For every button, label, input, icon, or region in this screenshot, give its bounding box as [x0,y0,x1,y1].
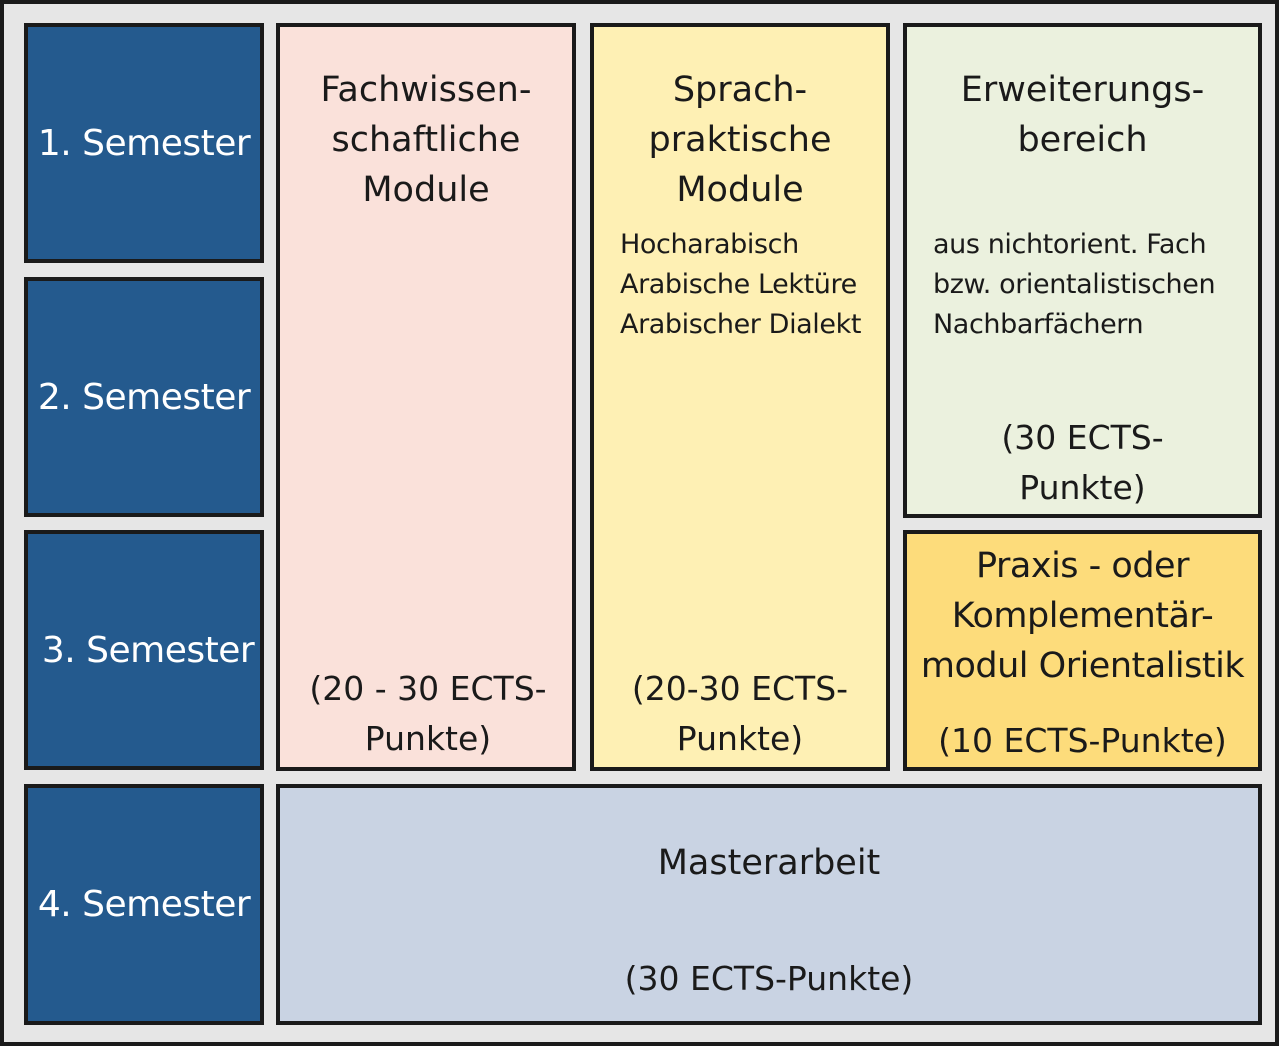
erweiterung-module-box: Erweiterungs- bereich aus nichtorient. F… [903,23,1262,518]
masterarbeit-credits: (30 ECTS-Punkte) [624,959,914,998]
sprachpraxis-item-dialekt: Arabischer Dialekt [620,309,862,340]
masterarbeit-module-box: Masterarbeit (30 ECTS-Punkte) [276,784,1262,1025]
sprachpraxis-item-hocharabisch: Hocharabisch [620,229,799,260]
semester-2-label: 2. Semester [37,376,251,418]
praxis-module-box: Praxis - oder Komplementär- modul Orient… [903,530,1262,771]
praxis-title: Praxis - oder Komplementär- modul Orient… [920,546,1245,686]
semester-1-box: 1. Semester [24,23,264,263]
sprachpraxis-credits: (20-30 ECTS- Punkte) [631,669,849,758]
semester-3-label: 3. Semester [41,629,255,671]
fachwissenschaft-credits: (20 - 30 ECTS- Punkte) [309,669,547,758]
sprachpraxis-item-lektuere: Arabische Lektüre [620,269,857,300]
semester-3-box: 3. Semester [24,530,264,770]
praxis-credits: (10 ECTS-Punkte) [938,721,1227,760]
fachwissenschaft-module-box: Fachwissen- schaftliche Module (20 - 30 … [276,23,576,771]
semester-4-label: 4. Semester [37,884,251,925]
erweiterung-item-orientalistisch: bzw. orientalistischen [933,269,1216,300]
sprachpraxis-module-box: Sprach- praktische Module Hocharabisch A… [590,23,890,771]
erweiterung-item-fach: aus nichtorient. Fach [933,229,1207,260]
semester-1-label: 1. Semester [37,122,251,164]
erweiterung-credits: (30 ECTS- Punkte) [1001,418,1164,507]
masterarbeit-title: Masterarbeit [657,843,881,883]
erweiterung-title: Erweiterungs- bereich [960,70,1205,160]
sprachpraxis-title: Sprach- praktische Module [648,70,832,210]
semester-4-box: 4. Semester [24,784,264,1025]
fachwissenschaft-title: Fachwissen- schaftliche Module [320,70,532,210]
semester-2-box: 2. Semester [24,277,264,517]
erweiterung-item-nachbar: Nachbarfächern [933,309,1144,340]
